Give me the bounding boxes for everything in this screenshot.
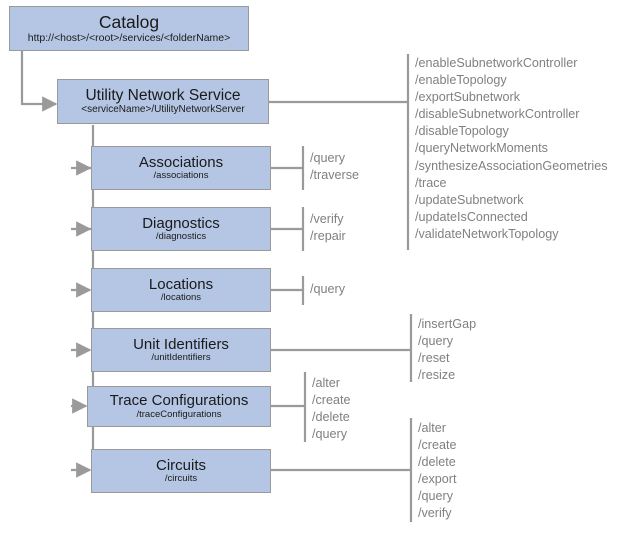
operations-list-associations: /query/traverse [310, 150, 359, 184]
operation-item[interactable]: /updateSubnetwork [415, 192, 524, 207]
operation-item[interactable]: /reset [418, 351, 450, 366]
operation-item[interactable]: /query [312, 427, 348, 442]
operation-item[interactable]: /disableSubnetworkController [415, 107, 580, 122]
operation-item[interactable]: /query [418, 334, 454, 349]
node-trace-configurations[interactable]: Trace Configurations /traceConfiguration… [87, 386, 271, 427]
operation-item[interactable]: /enableTopology [415, 73, 507, 88]
operation-item[interactable]: /exportSubnetwork [415, 90, 521, 105]
operations-list-locations: /query [310, 281, 345, 298]
connector-catalog-to-service [20, 51, 58, 112]
operation-item[interactable]: /traverse [310, 168, 359, 183]
operation-item[interactable]: /disableTopology [415, 124, 509, 139]
node-locations-title: Locations [148, 275, 214, 293]
node-diagnostics[interactable]: Diagnostics /diagnostics [91, 207, 271, 251]
node-utility-network-service-title: Utility Network Service [85, 86, 241, 104]
operation-item[interactable]: /verify [418, 506, 452, 521]
node-catalog[interactable]: Catalog http://<host>/<root>/services/<f… [9, 6, 249, 51]
operation-item[interactable]: /export [418, 472, 457, 487]
operations-list-unit-identifiers: /insertGap/query/reset/resize [418, 316, 476, 384]
operation-item[interactable]: /query [310, 282, 346, 296]
operation-item[interactable]: /validateNetworkTopology [415, 226, 559, 241]
node-locations-subtitle: /locations [160, 292, 202, 304]
operations-list-trace-configurations: /alter/create/delete/query [312, 375, 351, 443]
node-trace-configurations-subtitle: /traceConfigurations [136, 408, 222, 420]
node-associations-subtitle: /associations [153, 170, 209, 182]
operations-list-circuits: /alter/create/delete/export/query/verify [418, 420, 457, 523]
operation-item[interactable]: /synthesizeAssociationGeometries [415, 158, 608, 173]
operation-item[interactable]: /resize [418, 368, 456, 383]
node-catalog-title: Catalog [98, 12, 160, 33]
operation-item[interactable]: /trace [415, 175, 447, 190]
operation-item[interactable]: /updateIsConnected [415, 209, 528, 224]
operations-list-service: /enableSubnetworkController/enableTopolo… [415, 55, 608, 243]
node-unit-identifiers[interactable]: Unit Identifiers /unitIdentifiers [91, 328, 271, 372]
operation-item[interactable]: /delete [418, 455, 456, 470]
operation-item[interactable]: /query [310, 151, 346, 165]
node-unit-identifiers-subtitle: /unitIdentifiers [151, 352, 211, 364]
operation-item[interactable]: /alter [418, 421, 446, 435]
operation-item[interactable]: /create [418, 438, 457, 453]
node-associations-title: Associations [138, 153, 224, 171]
operation-item[interactable]: /enableSubnetworkController [415, 56, 578, 70]
node-utility-network-service[interactable]: Utility Network Service <serviceName>/Ut… [57, 79, 269, 124]
node-associations[interactable]: Associations /associations [91, 146, 271, 190]
node-diagnostics-title: Diagnostics [142, 214, 220, 232]
operations-list-diagnostics: /verify/repair [310, 211, 346, 245]
operation-item[interactable]: /create [312, 393, 351, 408]
node-utility-network-service-subtitle: <serviceName>/UtilityNetworkServer [81, 103, 245, 115]
operation-item[interactable]: /alter [312, 376, 340, 390]
node-catalog-subtitle: http://<host>/<root>/services/<folderNam… [27, 31, 231, 44]
operation-item[interactable]: /insertGap [418, 317, 477, 331]
operation-item[interactable]: /repair [310, 229, 346, 244]
operation-item[interactable]: /verify [310, 212, 344, 226]
node-circuits-title: Circuits [155, 456, 206, 474]
node-trace-configurations-title: Trace Configurations [109, 392, 249, 410]
node-circuits-subtitle: /circuits [164, 473, 198, 485]
operation-item[interactable]: /delete [312, 410, 350, 425]
node-diagnostics-subtitle: /diagnostics [155, 231, 207, 243]
operation-item[interactable]: /query [418, 489, 454, 504]
node-locations[interactable]: Locations /locations [91, 268, 271, 312]
node-circuits[interactable]: Circuits /circuits [91, 449, 271, 493]
node-unit-identifiers-title: Unit Identifiers [133, 335, 229, 353]
operation-item[interactable]: /queryNetworkMoments [415, 141, 548, 156]
